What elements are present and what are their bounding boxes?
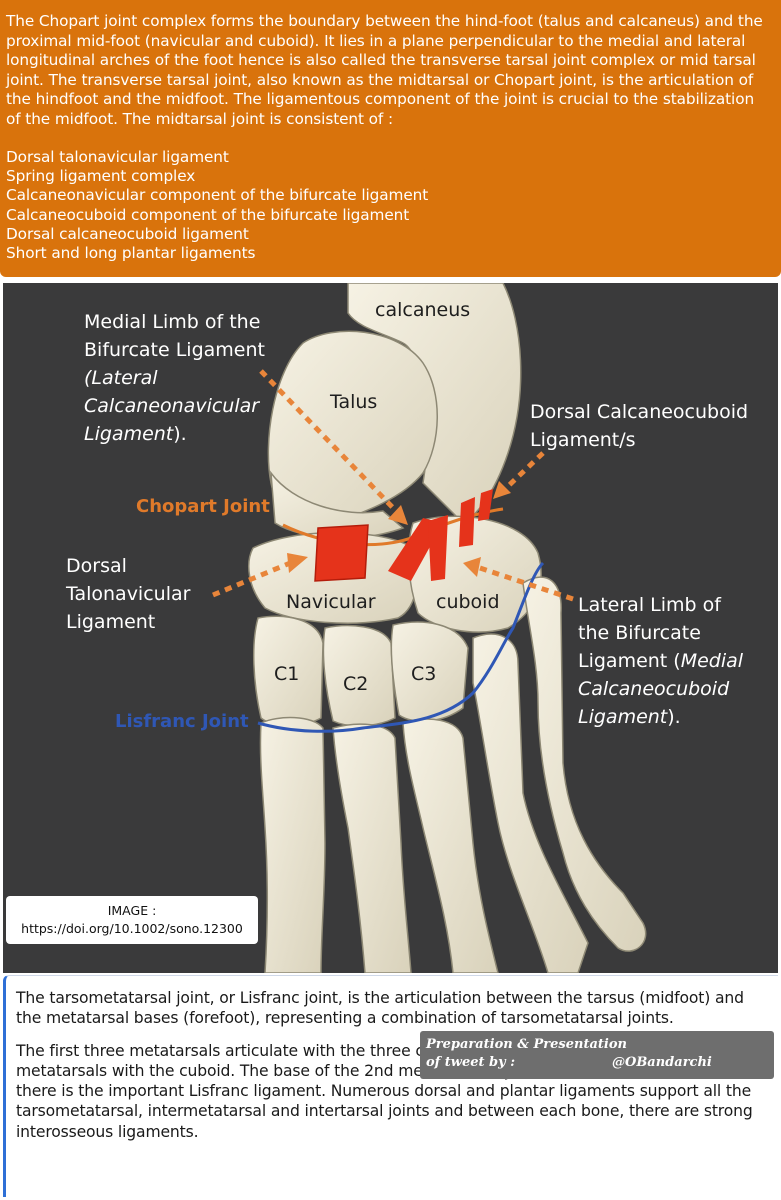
label-medial-limb: Medial Limb of the Bifurcate Ligament (L…: [84, 311, 265, 445]
author-handle: @OBandarchi: [612, 1055, 712, 1070]
talus-bone: [267, 330, 438, 525]
dorsal-calcaneocuboid-ligament-2: [478, 489, 493, 521]
bone-label-c1: C1: [274, 663, 300, 685]
list-item: Dorsal calcaneocuboid ligament: [6, 224, 249, 243]
bone-label-cuboid: cuboid: [436, 591, 500, 613]
arrow-head-dorsal-talonavicular: [287, 553, 308, 573]
foot-diagram: calcaneus Talus Navicular cuboid C1 C2 C…: [3, 283, 778, 973]
image-credit: IMAGE : https://doi.org/10.1002/sono.123…: [6, 896, 258, 944]
arrow-medial-limb: [259, 369, 400, 515]
bone-label-c3: C3: [411, 663, 437, 685]
bone-label-navicular: Navicular: [286, 591, 376, 613]
list-item: Spring ligament complex: [6, 167, 196, 186]
outro-section: The tarsometatarsal joint, or Lisfranc j…: [3, 975, 778, 1197]
ligament-list: Dorsal talonavicular ligament Spring lig…: [6, 148, 773, 263]
label-dorsal-calcaneocuboid: Dorsal Calcaneocuboid Ligament/s: [530, 401, 749, 451]
arrow-dorsal-calcaneocuboid: [501, 451, 545, 493]
bone-label-calcaneus: calcaneus: [375, 299, 471, 321]
label-dorsal-talonavicular: Dorsal Talonavicular Ligament: [66, 555, 191, 633]
dorsal-talonavicular-ligament: [314, 524, 369, 582]
label-lisfranc-joint: Lisfranc Joint: [115, 711, 249, 732]
metatarsal-1-bone: [259, 716, 326, 973]
list-item: Short and long plantar ligaments: [6, 244, 256, 263]
list-item: Dorsal talonavicular ligament: [6, 148, 229, 166]
arrow-dorsal-talonavicular: [212, 558, 296, 598]
bone-label-talus: Talus: [330, 391, 378, 413]
bifurcate-lateral-limb-ligament: [428, 515, 448, 581]
intro-paragraph: The Chopart joint complex forms the boun…: [6, 12, 763, 128]
label-chopart-joint: Chopart Joint: [136, 496, 270, 517]
metatarsal-3-bone: [402, 718, 499, 973]
list-item: Calcaneocuboid component of the bifurcat…: [6, 205, 410, 224]
label-lateral-limb: Lateral Limb of the Bifurcate Ligament (…: [578, 594, 744, 728]
list-item: Calcaneonavicular component of the bifur…: [6, 186, 429, 205]
outro-paragraph-1: The tarsometatarsal joint, or Lisfranc j…: [16, 989, 744, 1028]
arrow-head-medial-limb: [388, 505, 408, 525]
arrow-head-dorsal-calcaneocuboid: [493, 481, 511, 499]
intro-section: The Chopart joint complex forms the boun…: [0, 0, 781, 277]
author-badge: Preparation & Presentation of tweet by :…: [420, 1031, 774, 1079]
metatarsal-5-bone: [522, 576, 647, 952]
metatarsal-4-bone: [472, 633, 589, 973]
dorsal-calcaneocuboid-ligament-1: [459, 497, 475, 547]
arrow-lateral-limb: [476, 564, 574, 602]
lisfranc-joint-line: [257, 561, 545, 733]
arrow-head-lateral-limb: [463, 557, 481, 577]
foot-bones-illustration: [212, 283, 647, 973]
metatarsal-2-bone: [332, 723, 412, 973]
bone-label-c2: C2: [343, 673, 369, 695]
